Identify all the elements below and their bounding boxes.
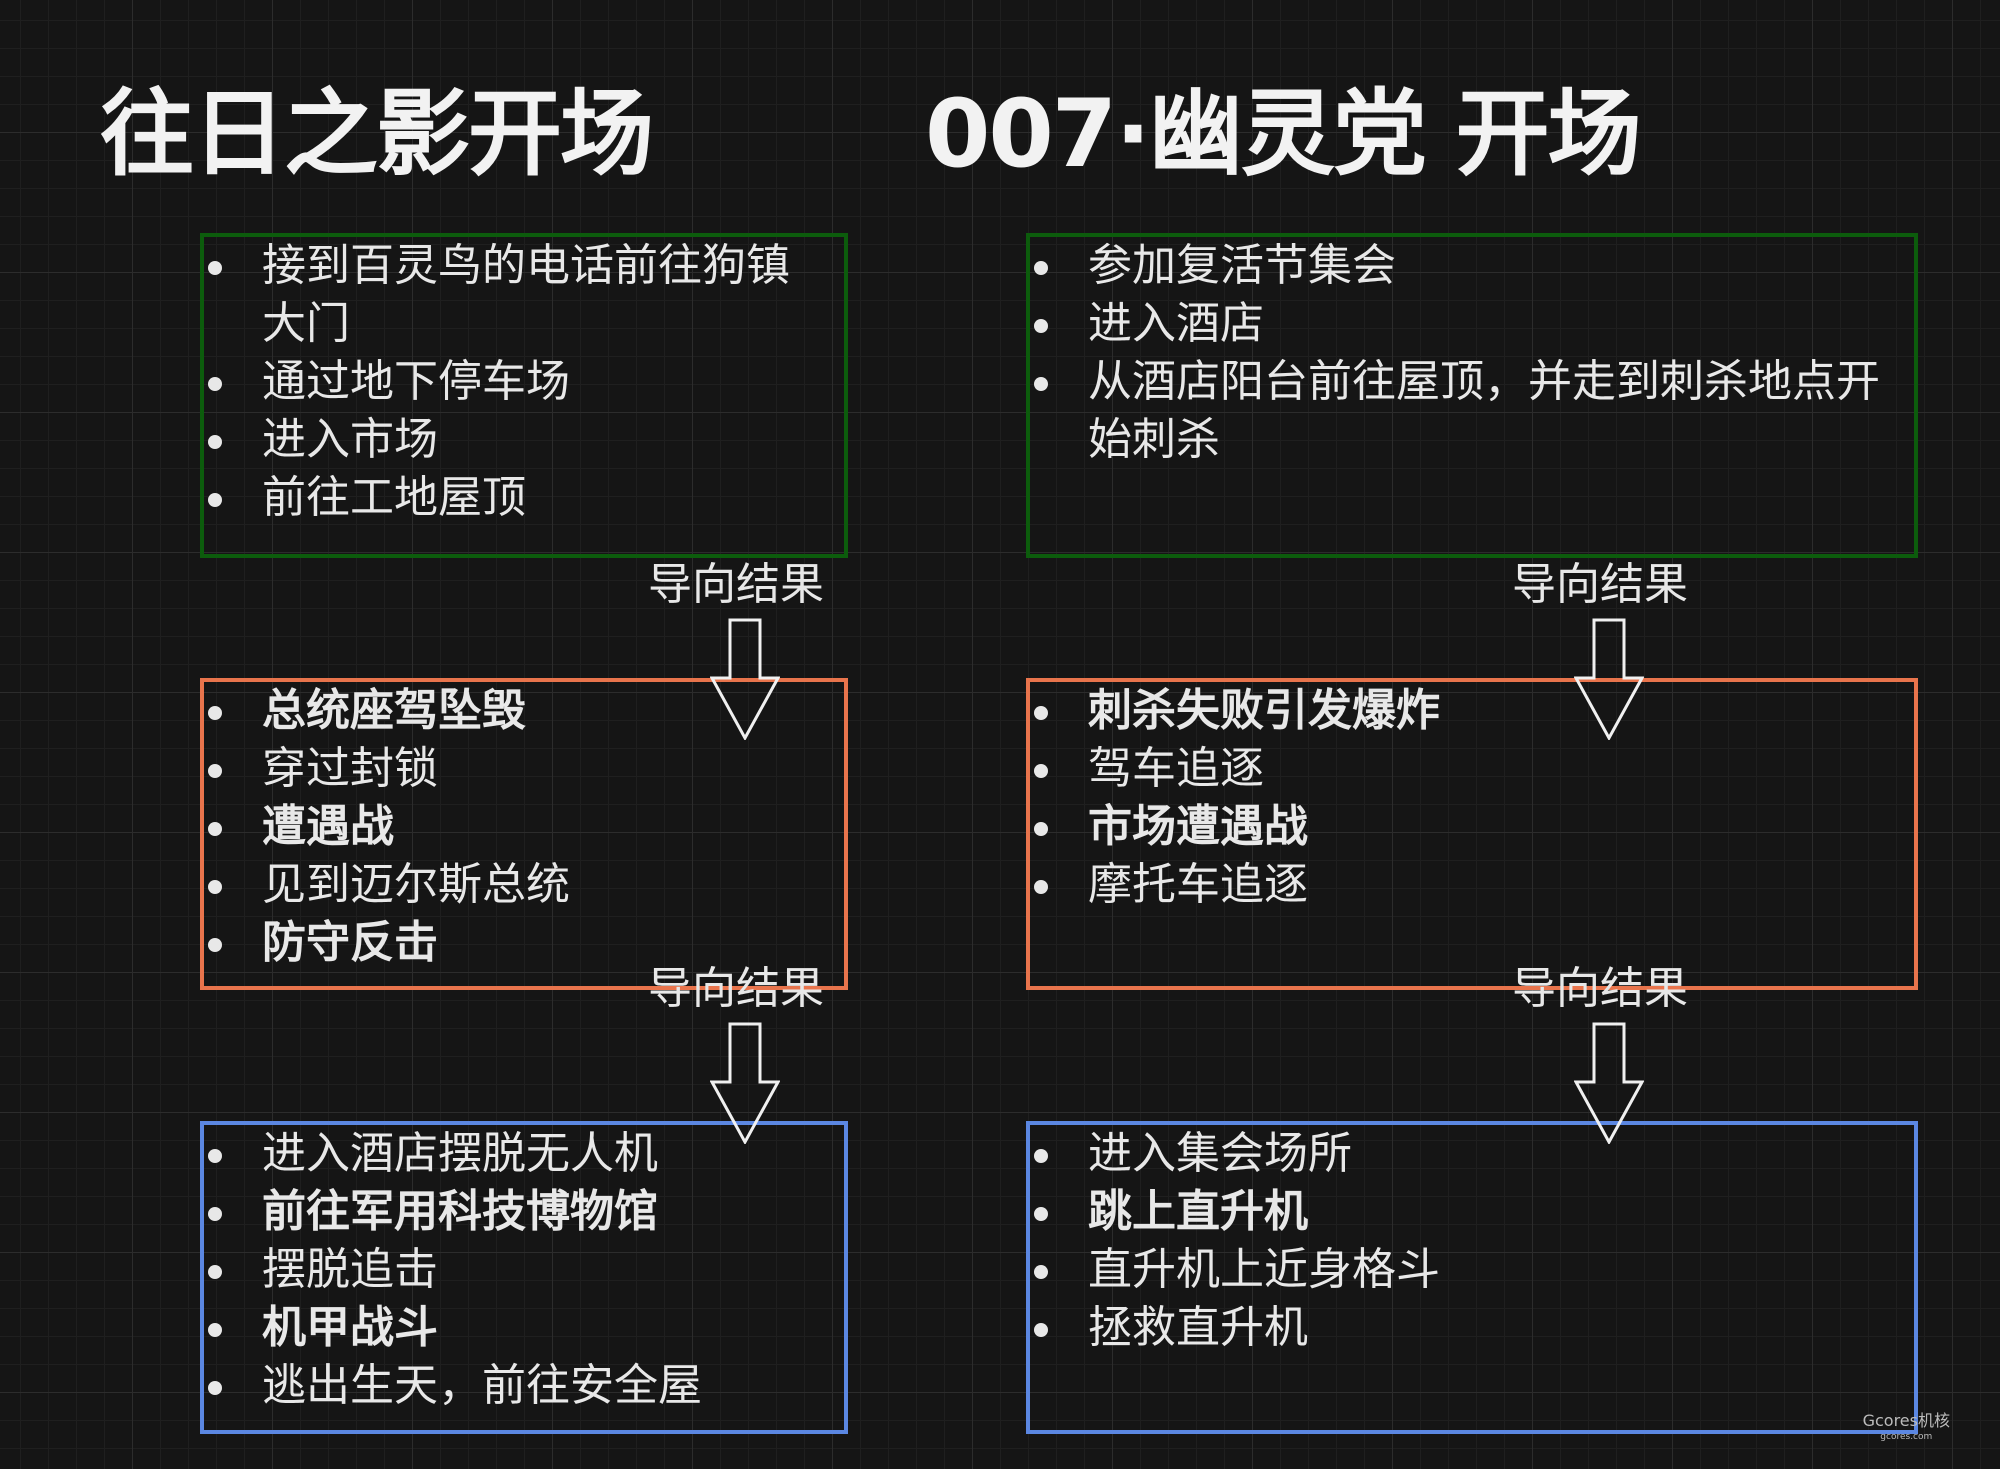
right-setup-box: 参加复活节集会进入酒店从酒店阳台前往屋顶，并走到刺杀地点开始刺杀 bbox=[1026, 233, 1918, 558]
list-item: 直升机上近身格斗 bbox=[1030, 1241, 1908, 1299]
list-item: 前往工地屋顶 bbox=[204, 469, 822, 527]
list-item: 从酒店阳台前往屋顶，并走到刺杀地点开始刺杀 bbox=[1030, 353, 1908, 469]
bullet-list: 刺杀失败引发爆炸驾车追逐市场遭遇战摩托车追逐 bbox=[1030, 682, 1908, 914]
list-item: 参加复活节集会 bbox=[1030, 237, 1908, 295]
title-right: 007·幽灵党 开场 bbox=[925, 80, 1642, 189]
connector-label: 导向结果 bbox=[1512, 963, 1688, 1014]
list-item: 拯救直升机 bbox=[1030, 1299, 1908, 1357]
list-item: 遭遇战 bbox=[204, 798, 822, 856]
list-item: 进入酒店摆脱无人机 bbox=[204, 1125, 822, 1183]
list-item: 进入集会场所 bbox=[1030, 1125, 1908, 1183]
right-result-box: 进入集会场所跳上直升机直升机上近身格斗拯救直升机 bbox=[1026, 1121, 1918, 1434]
left-event-box: 总统座驾坠毁穿过封锁遭遇战见到迈尔斯总统防守反击 bbox=[200, 678, 848, 990]
connector-label: 导向结果 bbox=[648, 963, 824, 1014]
list-item: 见到迈尔斯总统 bbox=[204, 856, 822, 914]
bullet-list: 接到百灵鸟的电话前往狗镇大门通过地下停车场进入市场前往工地屋顶 bbox=[204, 237, 822, 527]
list-item: 机甲战斗 bbox=[204, 1299, 822, 1357]
list-item: 通过地下停车场 bbox=[204, 353, 822, 411]
bullet-list: 进入集会场所跳上直升机直升机上近身格斗拯救直升机 bbox=[1030, 1125, 1908, 1357]
connector-label: 导向结果 bbox=[648, 559, 824, 610]
bullet-list: 进入酒店摆脱无人机前往军用科技博物馆摆脱追击机甲战斗逃出生天，前往安全屋 bbox=[204, 1125, 822, 1415]
list-item: 进入酒店 bbox=[1030, 295, 1908, 353]
bullet-list: 参加复活节集会进入酒店从酒店阳台前往屋顶，并走到刺杀地点开始刺杀 bbox=[1030, 237, 1908, 469]
list-item: 市场遭遇战 bbox=[1030, 798, 1908, 856]
down-arrow-icon bbox=[1574, 1022, 1644, 1144]
left-result-box: 进入酒店摆脱无人机前往军用科技博物馆摆脱追击机甲战斗逃出生天，前往安全屋 bbox=[200, 1121, 848, 1434]
down-arrow-icon bbox=[710, 1022, 780, 1144]
list-item: 跳上直升机 bbox=[1030, 1183, 1908, 1241]
connector-label: 导向结果 bbox=[1512, 559, 1688, 610]
list-item: 驾车追逐 bbox=[1030, 740, 1908, 798]
list-item: 总统座驾坠毁 bbox=[204, 682, 822, 740]
list-item: 穿过封锁 bbox=[204, 740, 822, 798]
down-arrow-icon bbox=[710, 618, 780, 740]
bullet-list: 总统座驾坠毁穿过封锁遭遇战见到迈尔斯总统防守反击 bbox=[204, 682, 822, 972]
list-item: 逃出生天，前往安全屋 bbox=[204, 1357, 822, 1415]
list-item: 摩托车追逐 bbox=[1030, 856, 1908, 914]
left-setup-box: 接到百灵鸟的电话前往狗镇大门通过地下停车场进入市场前往工地屋顶 bbox=[200, 233, 848, 558]
right-event-box: 刺杀失败引发爆炸驾车追逐市场遭遇战摩托车追逐 bbox=[1026, 678, 1918, 990]
down-arrow-icon bbox=[1574, 618, 1644, 740]
list-item: 接到百灵鸟的电话前往狗镇大门 bbox=[204, 237, 822, 353]
list-item: 摆脱追击 bbox=[204, 1241, 822, 1299]
list-item: 进入市场 bbox=[204, 411, 822, 469]
title-left: 往日之影开场 bbox=[100, 80, 654, 189]
list-item: 前往军用科技博物馆 bbox=[204, 1183, 822, 1241]
list-item: 刺杀失败引发爆炸 bbox=[1030, 682, 1908, 740]
list-item: 防守反击 bbox=[204, 914, 822, 972]
